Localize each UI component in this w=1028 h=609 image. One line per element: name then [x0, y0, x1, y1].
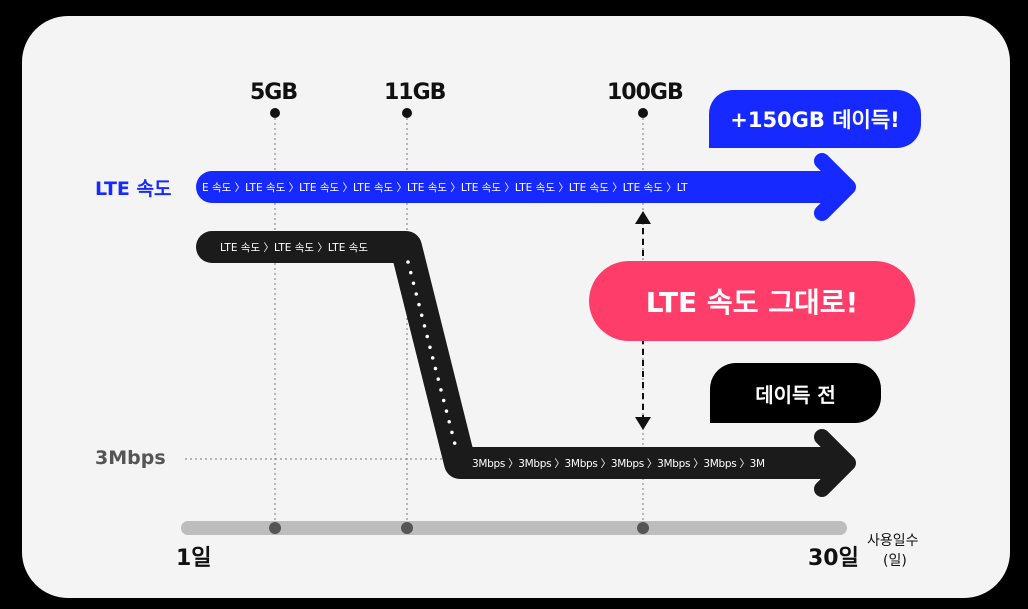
- gap-arrow-up: [635, 211, 651, 224]
- before-bottom-text: 3Mbps 〉3Mbps 〉3Mbps 〉3Mbps 〉3Mbps 〉3Mbps…: [472, 458, 765, 470]
- axis-end-label: 30일: [808, 546, 859, 571]
- lte-speed-label: LTE 속도: [95, 178, 172, 200]
- axis-title-line1: 사용일수: [867, 533, 919, 549]
- axis-dot-5gb: [269, 522, 281, 534]
- marker-dot-5gb: [270, 108, 280, 118]
- lte-arrow-head: [814, 153, 856, 221]
- slow-speed-label: 3Mbps: [95, 447, 166, 469]
- before-arrow-dots: [406, 260, 459, 454]
- before-arrow-head: [814, 429, 856, 497]
- lte-keep-bubble: LTE 속도 그대로!: [589, 261, 915, 341]
- before-top-text: LTE 속도 〉LTE 속도 〉LTE 속도: [220, 242, 368, 254]
- before-arrow-path: [196, 231, 846, 479]
- marker-label-100gb: 100GB: [607, 80, 684, 105]
- gap-arrow-down: [635, 417, 651, 430]
- before-bubble: 데이득 전: [710, 363, 881, 423]
- lte-arrow-text: E 속도 〉LTE 속도 〉LTE 속도 〉LTE 속도 〉LTE 속도 〉LT…: [202, 182, 688, 194]
- marker-dot-100gb: [638, 108, 648, 118]
- plus-150gb-bubble: +150GB 데이득!: [709, 90, 921, 148]
- marker-label-5gb: 5GB: [250, 80, 298, 105]
- axis-dot-100gb: [637, 522, 649, 534]
- axis-title-line2: (일): [883, 553, 907, 569]
- axis-dot-11gb: [401, 522, 413, 534]
- marker-dot-11gb: [402, 108, 412, 118]
- axis-start-label: 1일: [176, 546, 212, 571]
- marker-label-11gb: 11GB: [384, 80, 446, 105]
